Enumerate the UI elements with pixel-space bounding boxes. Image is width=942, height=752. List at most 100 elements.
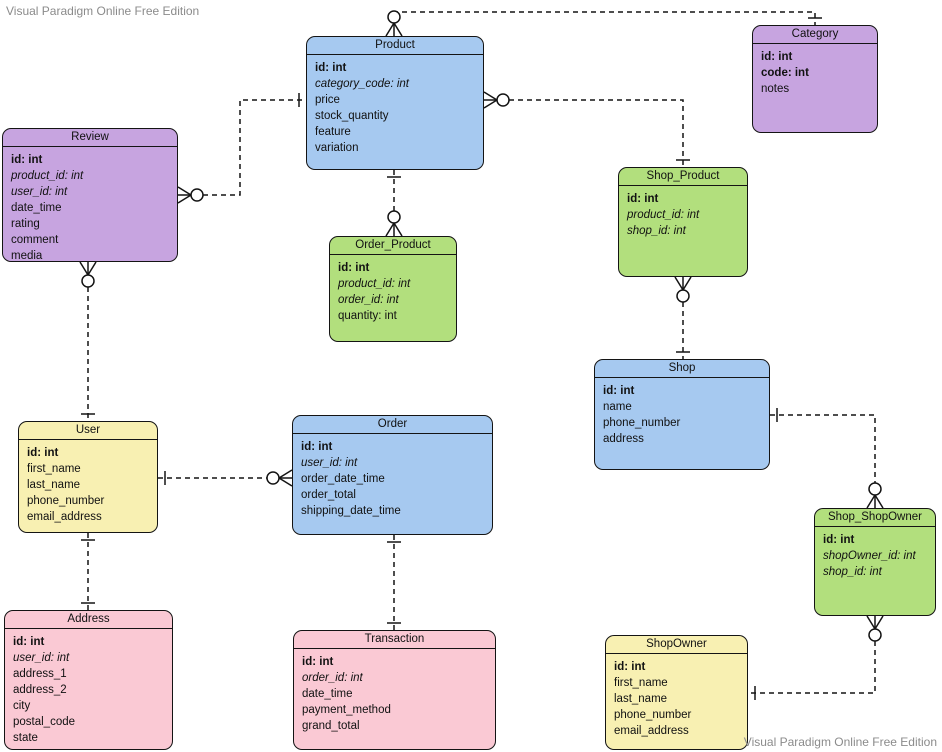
entity-field-list: id: int user_id: int order_date_time order_… [293,434,492,519]
field-pk: id: int [315,62,347,74]
field-fk: shop_id: int [627,225,686,237]
field-plain: email_address [614,725,689,737]
user-order-zero-many-marker [266,469,293,487]
field-plain: shipping_date_time [301,505,401,517]
field-pk: id: int [301,441,333,453]
connector-product-shopproduct[interactable] [509,99,684,167]
entity-shop_shopowner[interactable]: Shop_ShopOwner id: int shopOwner_id: int sh… [814,508,936,616]
field-plain: name [603,401,632,413]
field-plain: last_name [27,479,81,491]
field-plain: first_name [27,463,81,475]
field-plain: postal_code [13,716,76,728]
entity-title: Order [293,416,492,434]
connector-review-product[interactable] [203,99,306,196]
entity-category[interactable]: Category id: int code: int notes [752,25,878,133]
connector-product-category[interactable] [393,11,816,25]
field-plain: address_2 [13,684,67,696]
field-fk: product_id: int [338,278,411,290]
entity-field-list: id: int order_id: int date_time payment_met… [294,649,495,734]
field-plain: rating [11,218,40,230]
field-pk: id: int [761,51,793,63]
entity-title: Order_Product [330,237,456,255]
field-plain: state [13,732,38,744]
field-fk: shopOwner_id: int [823,550,916,562]
entity-field-list: id: int shopOwner_id: int shop_id: int [815,527,935,580]
review-user-zero-many-marker [79,261,97,288]
field-plain: address_1 [13,668,67,680]
field-plain: address [603,433,644,445]
field-plain: phone_number [614,709,692,721]
review-product-zero-many-marker [177,186,204,204]
field-fk: category_code: int [315,78,409,90]
field-plain: media [11,250,43,262]
shopproduct-shop-zero-many-marker [674,276,692,303]
entity-title: Review [3,129,177,147]
field-pk: id: int [11,154,43,166]
connector-shop-shopshopowner[interactable] [770,414,876,483]
field-plain: notes [761,83,790,95]
field-fk: order_id: int [338,294,399,306]
field-pk: id: int [13,636,45,648]
field-plain: last_name [614,693,668,705]
field-pk: id: int [338,262,370,274]
field-pk: id: int [603,385,635,397]
entity-title: Category [753,26,877,44]
product-shopproduct-zero-many-marker [483,91,510,109]
entity-order_product[interactable]: Order_Product id: int product_id: int order… [329,236,457,342]
shop-shopshopowner-zero-many-marker [866,482,884,509]
field-plain: feature [315,126,351,138]
entity-title: Address [5,611,172,629]
field-pk: id: int [614,661,646,673]
entity-title: ShopOwner [606,636,747,654]
product-orderproduct-zero-many-marker [385,210,403,237]
entity-field-list: id: int product_id: int order_id: int quant… [330,255,456,324]
field-plain: order_total [301,489,356,501]
field-pk: code: int [761,67,809,79]
entity-title: Product [307,37,483,55]
connector-shopshopowner-shopowner[interactable] [748,641,876,694]
field-pk: id: int [627,193,659,205]
entity-transaction[interactable]: Transaction id: int order_id: int date_time… [293,630,496,750]
field-plain: variation [315,142,359,154]
field-pk: id: int [302,656,334,668]
field-plain: city [13,700,31,712]
field-plain: order_date_time [301,473,385,485]
product-category-zero-many-marker [385,10,403,37]
shopshopowner-shopowner-zero-many-marker [866,615,884,642]
field-fk: product_id: int [11,170,84,182]
entity-title: User [19,422,157,440]
entity-title: Transaction [294,631,495,649]
entity-field-list: id: int code: int notes [753,44,877,97]
field-pk: id: int [823,534,855,546]
watermark-bottom: Visual Paradigm Online Free Edition [743,735,937,749]
field-plain: grand_total [302,720,360,732]
field-fk: shop_id: int [823,566,882,578]
field-plain: date_time [302,688,353,700]
field-fk: user_id: int [301,457,358,469]
entity-title: Shop_ShopOwner [815,509,935,527]
field-plain: quantity: int [338,310,397,322]
field-fk: order_id: int [302,672,363,684]
field-plain: payment_method [302,704,391,716]
field-pk: id: int [27,447,59,459]
field-fk: user_id: int [13,652,70,664]
field-plain: phone_number [603,417,681,429]
field-plain: comment [11,234,59,246]
field-plain: email_address [27,511,102,523]
